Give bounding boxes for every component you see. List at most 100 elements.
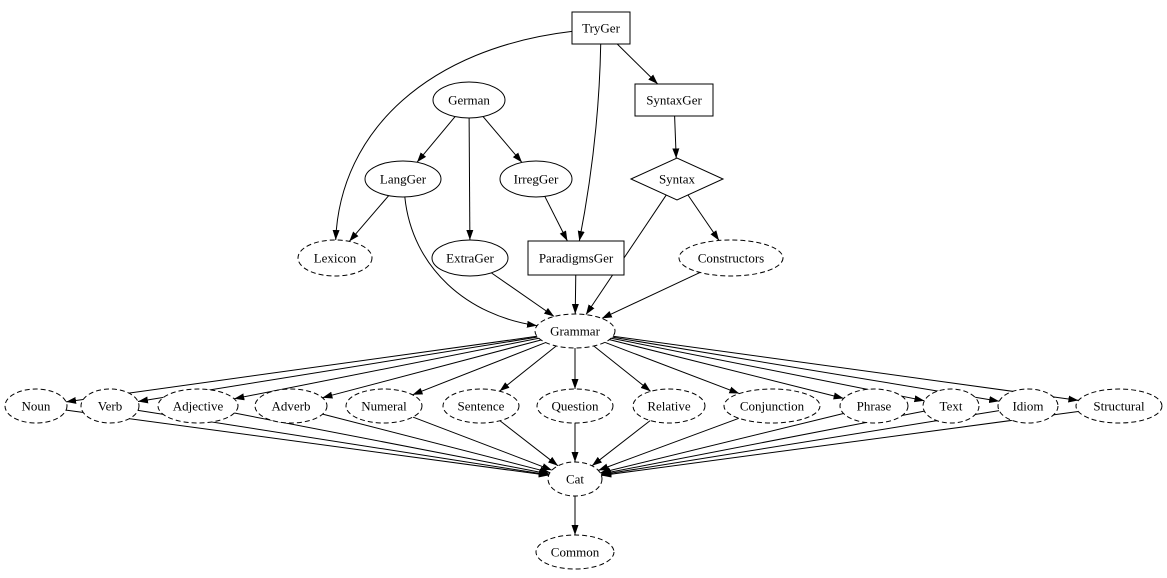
edge-Relative-to-Cat xyxy=(591,420,651,467)
node-label-Adverb: Adverb xyxy=(272,399,311,414)
node-Idiom: Idiom xyxy=(997,388,1059,424)
node-label-Constructors: Constructors xyxy=(698,251,764,266)
node-label-German: German xyxy=(448,93,490,108)
node-Structural: Structural xyxy=(1075,388,1163,424)
node-Cat: Cat xyxy=(547,461,603,497)
ellipse-shape-Relative xyxy=(632,388,706,424)
node-label-ParadigmsGer: ParadigmsGer xyxy=(539,251,614,266)
ellipse-shape-Lexicon xyxy=(297,239,373,277)
node-Phrase: Phrase xyxy=(839,388,909,424)
edge-Phrase-to-Cat xyxy=(600,412,844,474)
node-label-LangGer: LangGer xyxy=(380,172,427,187)
node-Noun: Noun xyxy=(4,388,68,424)
edge-Grammar-to-Phrase xyxy=(609,339,844,400)
edge-Conjunction-to-Cat xyxy=(598,417,740,471)
edge-Grammar-to-Structural xyxy=(612,335,1079,403)
node-TryGer: TryGer xyxy=(571,11,631,45)
node-Lexicon: Lexicon xyxy=(297,239,373,277)
node-LangGer: LangGer xyxy=(364,160,442,198)
node-label-Numeral: Numeral xyxy=(361,399,407,414)
node-label-IrregGer: IrregGer xyxy=(514,172,559,187)
node-Conjunction: Conjunction xyxy=(723,388,821,424)
ellipse-shape-Verb xyxy=(80,388,140,424)
node-label-Sentence: Sentence xyxy=(458,399,505,414)
node-Common: Common xyxy=(535,534,615,570)
edge-Grammar-to-Adverb xyxy=(322,339,542,399)
edge-German-to-IrregGer xyxy=(482,116,523,163)
edge-German-to-LangGer xyxy=(416,116,456,163)
node-Relative: Relative xyxy=(632,388,706,424)
node-label-Question: Question xyxy=(552,399,599,414)
node-ExtraGer: ExtraGer xyxy=(431,239,509,277)
node-SyntaxGer: SyntaxGer xyxy=(634,83,714,117)
node-IrregGer: IrregGer xyxy=(499,160,573,198)
diamond-shape-Syntax xyxy=(629,157,725,201)
node-Grammar: Grammar xyxy=(534,313,616,349)
node-label-ExtraGer: ExtraGer xyxy=(446,251,494,266)
box-shape-SyntaxGer xyxy=(634,83,714,117)
edge-Grammar-to-Sentence xyxy=(499,345,557,392)
ellipse-shape-Adverb xyxy=(254,388,328,424)
node-label-Conjunction: Conjunction xyxy=(740,399,805,414)
edge-Sentence-to-Cat xyxy=(499,420,559,467)
node-label-SyntaxGer: SyntaxGer xyxy=(646,93,702,108)
node-label-Lexicon: Lexicon xyxy=(314,251,357,266)
edge-German-to-ExtraGer xyxy=(466,117,474,241)
edge-Syntax-to-Grammar xyxy=(585,194,667,315)
node-label-Phrase: Phrase xyxy=(857,399,892,414)
node-label-Idiom: Idiom xyxy=(1012,399,1043,414)
node-label-Cat: Cat xyxy=(566,472,584,487)
edge-IrregGer-to-ParadigmsGer xyxy=(544,196,568,242)
edge-Grammar-to-Noun xyxy=(65,335,538,404)
edge-Adjective-to-Cat xyxy=(234,412,550,476)
node-Sentence: Sentence xyxy=(442,388,520,424)
node-label-Common: Common xyxy=(551,545,600,560)
edge-LangGer-to-Grammar xyxy=(404,196,538,328)
edge-Structural-to-Cat xyxy=(601,410,1079,478)
node-label-Noun: Noun xyxy=(22,399,51,414)
edge-Adverb-to-Cat xyxy=(322,413,551,474)
ellipse-shape-Sentence xyxy=(442,388,520,424)
node-Adjective: Adjective xyxy=(157,388,239,424)
edge-Constructors-to-Grammar xyxy=(601,272,701,319)
node-German: German xyxy=(432,81,506,119)
ellipse-shape-Text xyxy=(922,388,980,424)
edge-TryGer-to-ParadigmsGer xyxy=(577,43,602,242)
edge-Grammar-to-Adjective xyxy=(234,337,539,401)
edge-TryGer-to-Lexicon xyxy=(332,30,573,241)
node-label-Grammar: Grammar xyxy=(550,324,600,339)
edge-Noun-to-Cat xyxy=(66,409,549,478)
ellipse-shape-ExtraGer xyxy=(431,239,509,277)
ellipse-shape-Grammar xyxy=(534,313,616,349)
node-Adverb: Adverb xyxy=(254,388,328,424)
ellipse-shape-Noun xyxy=(4,388,68,424)
edge-ExtraGer-to-Grammar xyxy=(491,272,555,317)
edge-layer xyxy=(65,30,1079,535)
ellipse-shape-Common xyxy=(535,534,615,570)
ellipse-shape-Adjective xyxy=(157,388,239,424)
edge-LangGer-to-Lexicon xyxy=(348,195,390,242)
ellipse-shape-LangGer xyxy=(364,160,442,198)
edge-Idiom-to-Cat xyxy=(601,410,1000,477)
ellipse-shape-Cat xyxy=(547,461,603,497)
node-Numeral: Numeral xyxy=(345,388,423,424)
ellipse-shape-Structural xyxy=(1075,388,1163,424)
box-shape-TryGer xyxy=(571,11,631,45)
node-label-Relative: Relative xyxy=(647,399,691,414)
node-Text: Text xyxy=(922,388,980,424)
ellipse-shape-Idiom xyxy=(997,388,1059,424)
node-label-Syntax: Syntax xyxy=(659,172,696,187)
ellipse-shape-IrregGer xyxy=(499,160,573,198)
edge-Numeral-to-Cat xyxy=(412,416,553,471)
edge-ParadigmsGer-to-Grammar xyxy=(571,274,579,315)
node-label-Verb: Verb xyxy=(98,399,123,414)
ellipse-shape-German xyxy=(432,81,506,119)
ellipse-shape-Numeral xyxy=(345,388,423,424)
ellipse-shape-Question xyxy=(536,388,614,424)
ellipse-shape-Phrase xyxy=(839,388,909,424)
ellipse-shape-Conjunction xyxy=(723,388,821,424)
node-Question: Question xyxy=(536,388,614,424)
